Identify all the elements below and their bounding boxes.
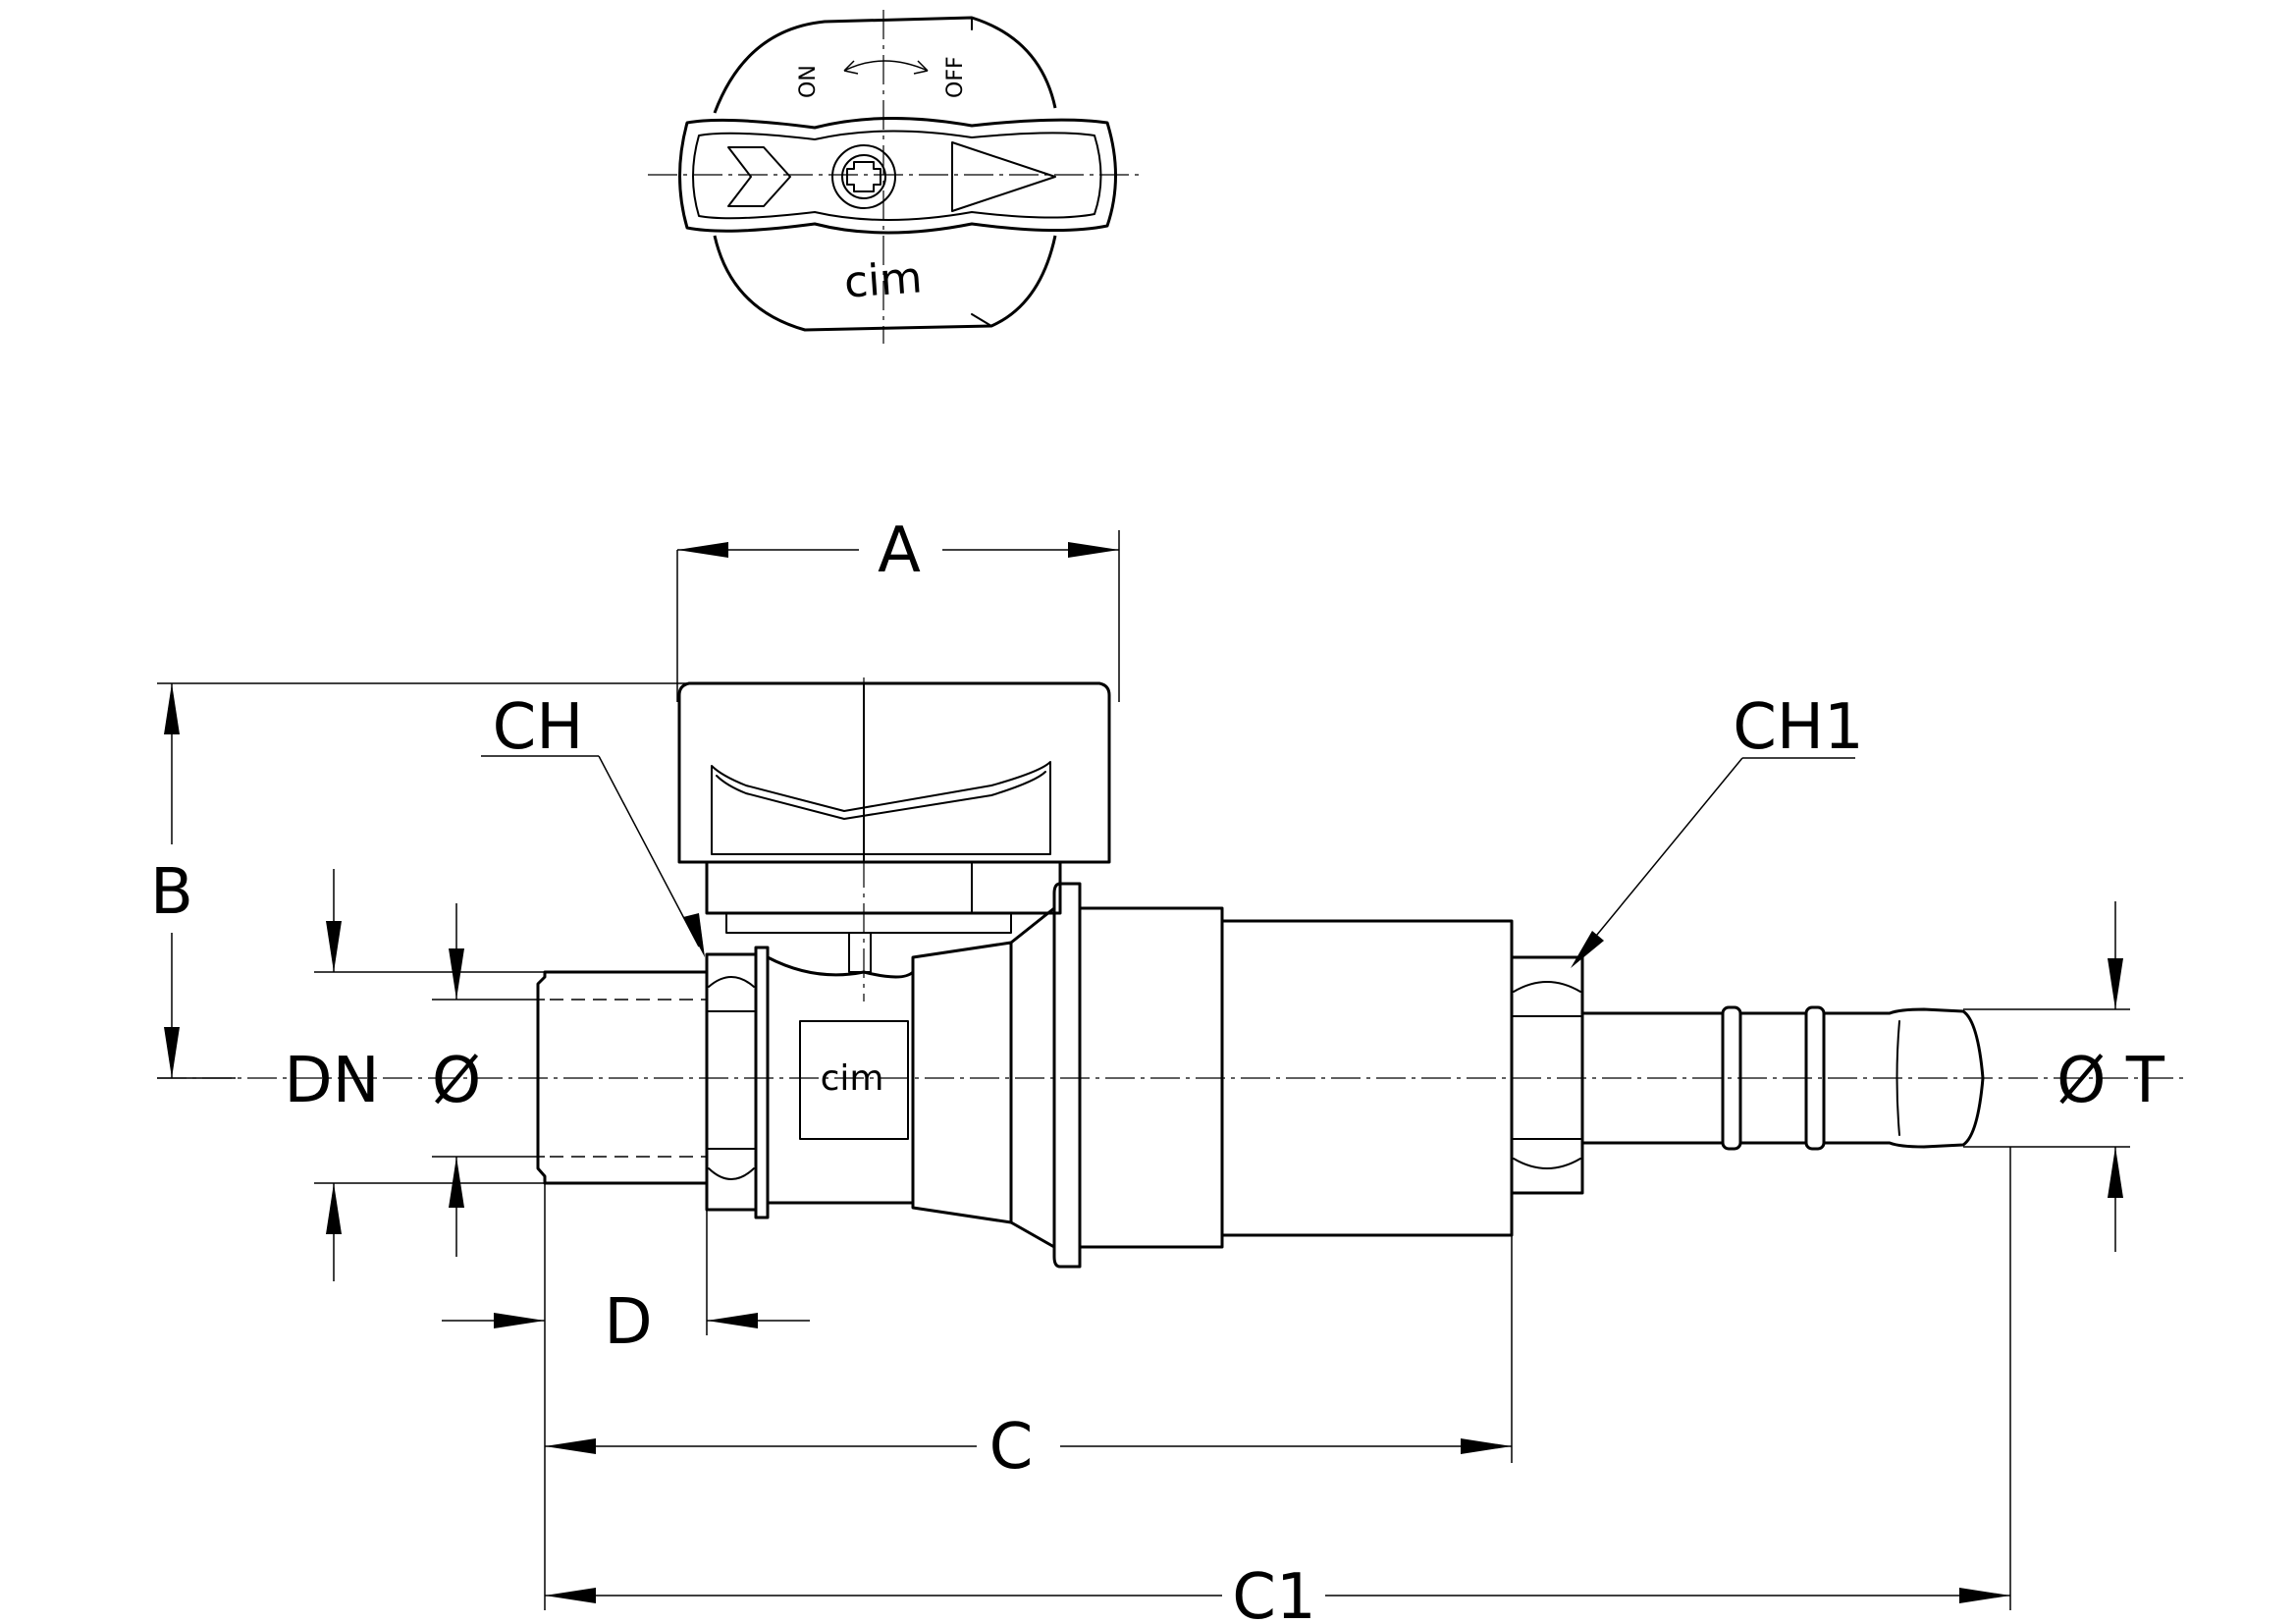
dim-A-label: A [878, 514, 921, 587]
rotation-arrow-icon [843, 60, 929, 75]
dim-B-label: B [150, 856, 193, 929]
dim-D-label: D [604, 1286, 652, 1359]
dim-C1-label: C1 [1232, 1561, 1315, 1624]
flange [1052, 882, 1082, 1269]
handle-lever-outline [678, 116, 1117, 235]
dim-CH1-label: CH1 [1733, 691, 1864, 764]
handle-top-view: ON OFF cim [648, 10, 1139, 344]
handle-direction-arrow-icon [951, 141, 1056, 212]
handle-on-label: ON [796, 65, 821, 98]
body-collar [911, 941, 1013, 1224]
handle-logo: cim [842, 252, 924, 307]
dim-OT-label: Ø T [2056, 1045, 2165, 1117]
dim-diameter-label: Ø [432, 1045, 481, 1117]
body-logo-frame [799, 1020, 909, 1140]
hex-nut-ch [705, 952, 758, 1212]
valve-side-view: cim [157, 677, 2189, 1269]
handle-cap-outline [713, 16, 1057, 332]
handle-off-label: OFF [943, 56, 968, 98]
dim-CH-label: CH [493, 691, 584, 764]
handle-side-view [677, 681, 1111, 864]
hex-nut-ch1 [1510, 955, 1584, 1195]
body-logo: cim [821, 1058, 884, 1099]
handle-chevron-icon [727, 146, 791, 207]
dimensions: A B CH CH1 DN Ø [150, 514, 2165, 1624]
dim-DN-label: DN [284, 1045, 379, 1117]
dim-C-label: C [989, 1411, 1034, 1484]
handle-screw-icon [831, 144, 896, 209]
